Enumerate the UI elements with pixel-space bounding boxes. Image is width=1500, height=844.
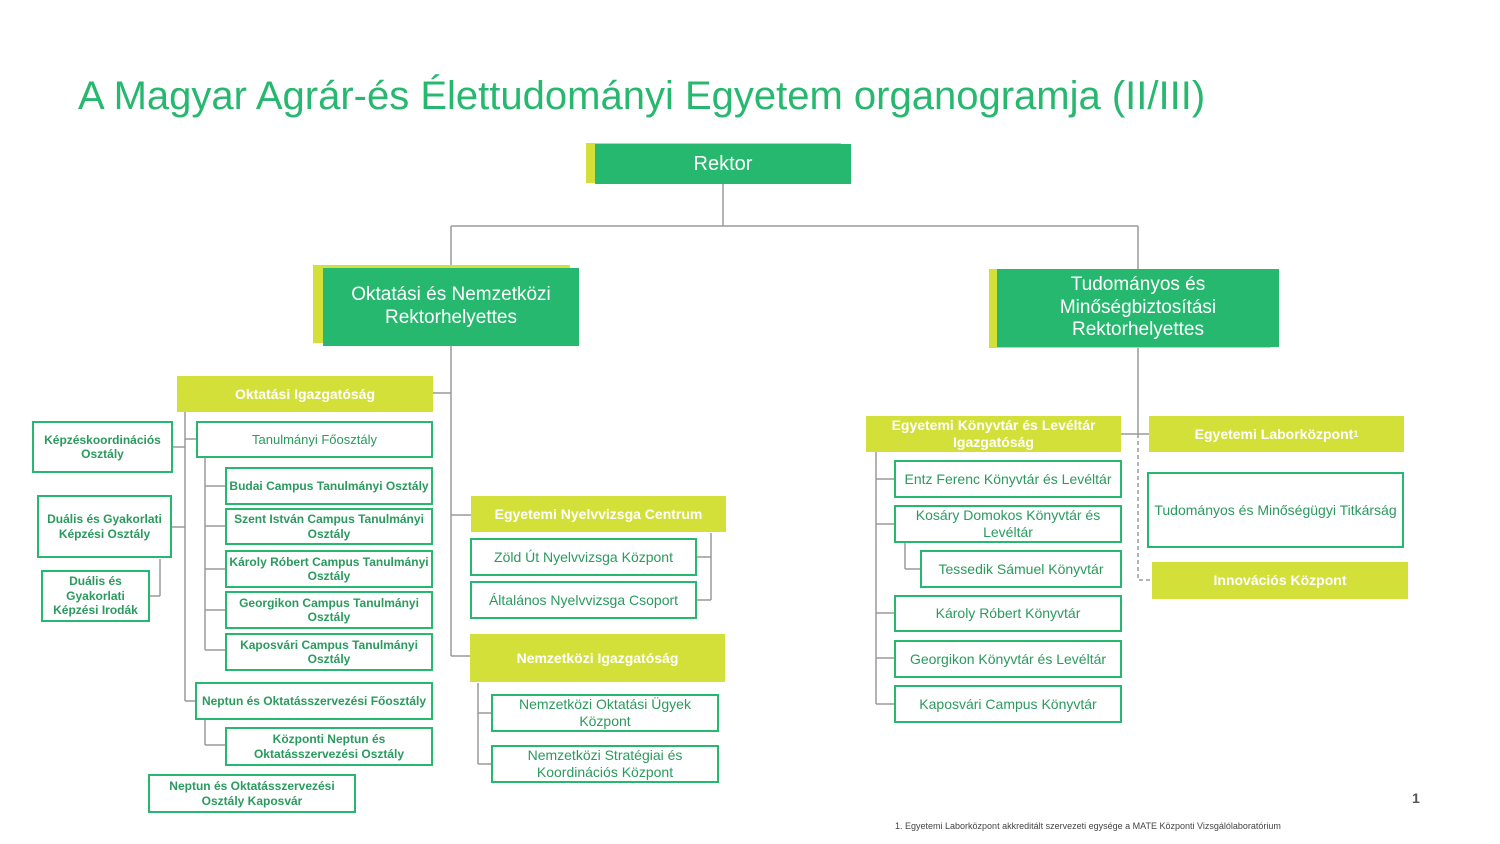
nyelvvizsga-centrum-box: Egyetemi Nyelvvizsga Centrum	[471, 496, 726, 532]
kozponti-neptun-box: Központi Neptun és Oktatásszervezési Osz…	[225, 727, 433, 766]
kepzeskoordinacios-box: Képzéskoordinációs Osztály	[32, 421, 173, 473]
laborkozpont-footnote-mark: 1	[1353, 428, 1359, 439]
tessedik-samuel-box: Tessedik Sámuel Könyvtár	[920, 550, 1122, 588]
kosary-domokos-box: Kosáry Domokos Könyvtár és Levéltár	[894, 505, 1122, 543]
kaposvari-campus-box: Kaposvári Campus Tanulmányi Osztály	[225, 633, 433, 671]
rektor-box: Rektor	[595, 144, 851, 184]
dualis-irodak-box: Duális és Gyakorlati Képzési Irodák	[41, 570, 150, 622]
footnote: 1. Egyetemi Laborközpont akkreditált sze…	[895, 821, 1281, 831]
innovacios-kozpont-box: Innovációs Központ	[1152, 562, 1408, 599]
oktatasi-igazgatosag-box: Oktatási Igazgatóság	[177, 376, 433, 412]
nemzetkozi-strategiai-box: Nemzetközi Stratégiai és Koordinációs Kö…	[491, 745, 719, 783]
budai-campus-box: Budai Campus Tanulmányi Osztály	[225, 467, 433, 505]
dualis-osztaly-box: Duális és Gyakorlati Képzési Osztály	[37, 495, 172, 558]
georgikon-campus-box: Georgikon Campus Tanulmányi Osztály	[225, 591, 433, 629]
karoly-robert-konyvtar-box: Károly Róbert Könyvtár	[894, 595, 1122, 632]
titkarsag-box: Tudományos és Minőségügyi Titkárság	[1147, 472, 1404, 548]
szent-istvan-campus-box: Szent István Campus Tanulmányi Osztály	[225, 508, 433, 545]
kaposvari-konyvtar-box: Kaposvári Campus Könyvtár	[894, 685, 1122, 723]
neptun-foosztaly-box: Neptun és Oktatásszervezési Főosztály	[195, 682, 433, 720]
vp-tudomanyos-box: Tudományos és Minőségbiztosítási Rektorh…	[997, 269, 1279, 347]
entz-ferenc-box: Entz Ferenc Könyvtár és Levéltár	[894, 460, 1122, 498]
page-title: A Magyar Agrár-és Élettudományi Egyetem …	[78, 74, 1206, 118]
konyvtar-igazgatosag-box: Egyetemi Könyvtár és Levéltár Igazgatósá…	[866, 416, 1121, 452]
neptun-kaposvar-box: Neptun és Oktatásszervezési Osztály Kapo…	[148, 774, 356, 813]
nemzetkozi-igazgatosag-box: Nemzetközi Igazgatóság	[470, 634, 725, 682]
tanulmanyi-foosztaly-box: Tanulmányi Főosztály	[196, 421, 433, 458]
laborkozpont-label: Egyetemi Laborközpont	[1194, 425, 1354, 442]
nemzetkozi-oktatasi-box: Nemzetközi Oktatási Ügyek Központ	[491, 694, 719, 732]
karoly-robert-campus-box: Károly Róbert Campus Tanulmányi Osztály	[225, 550, 433, 588]
page-number: 1	[1412, 790, 1420, 806]
altalanos-nyelvvizsga-box: Általános Nyelvvizsga Csoport	[470, 581, 697, 619]
georgikon-konyvtar-box: Georgikon Könyvtár és Levéltár	[894, 640, 1122, 678]
zold-ut-box: Zöld Út Nyelvvizsga Központ	[470, 538, 697, 576]
vp-oktatasi-box: Oktatási és Nemzetközi Rektorhelyettes	[323, 268, 579, 346]
